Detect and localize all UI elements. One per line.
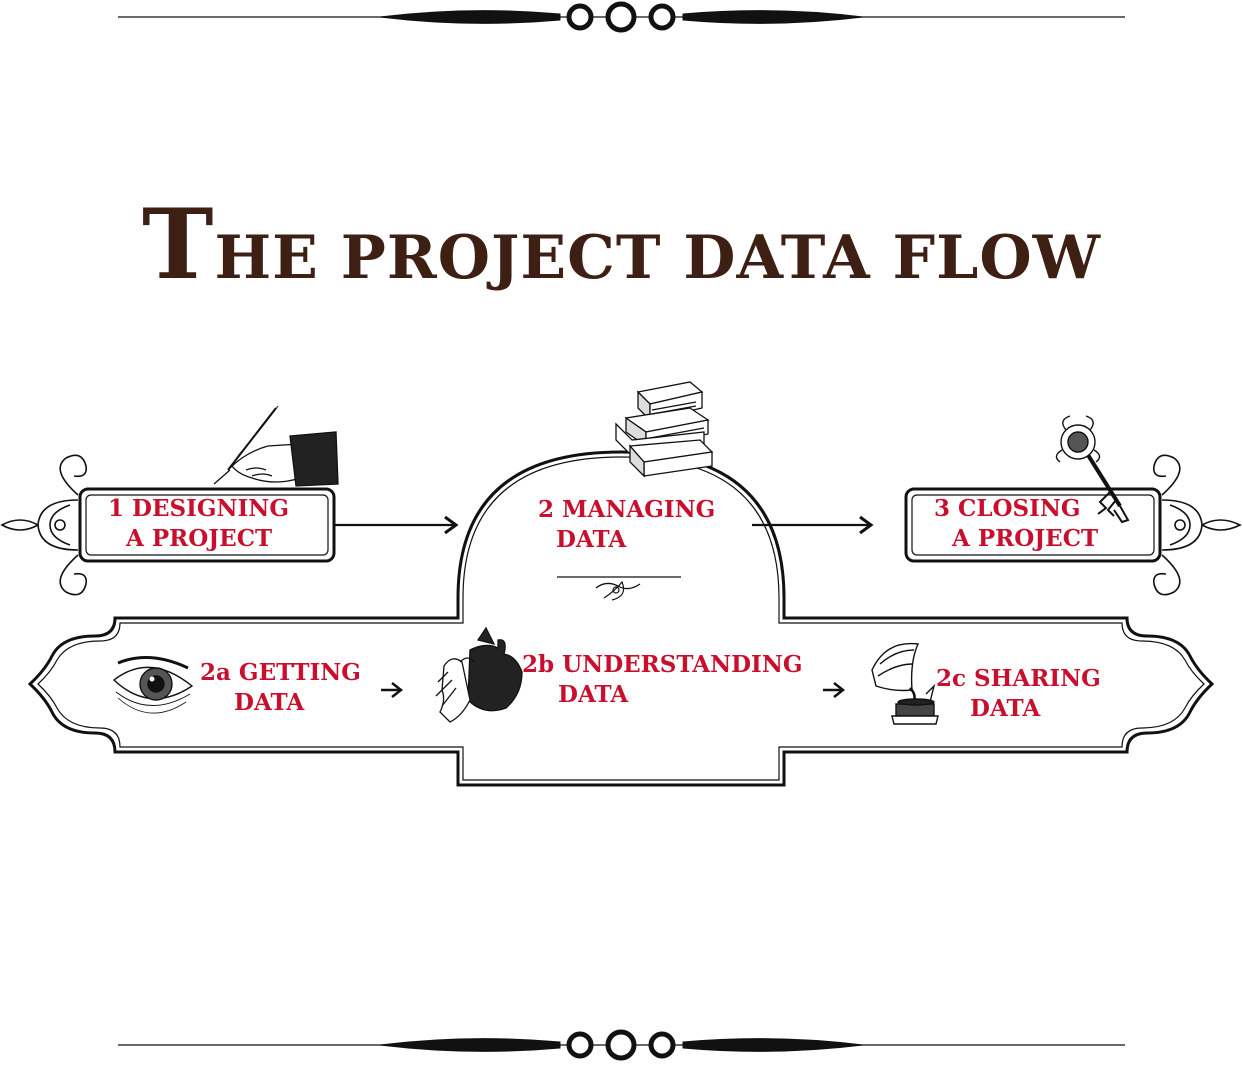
box-closing [904,487,1162,563]
step-subtitle: A PROJECT [952,525,1099,552]
right-scroll-flourish [1152,454,1242,596]
label-understanding: 2b UNDERSTANDING DATA [522,650,803,710]
step-number: 1 [108,495,125,522]
step-number: 3 [934,495,951,522]
page-title: THE PROJECT DATA FLOW [0,188,1243,301]
top-ornament [118,1,1125,33]
label-designing: 1 DESIGNING A PROJECT [108,494,289,554]
gramophone-icon [871,642,939,725]
label-closing: 3 CLOSING A PROJECT [934,494,1098,554]
managing-frame [27,450,1215,787]
label-getting: 2a GETTING DATA [200,658,361,718]
step-title: SHARING [974,665,1101,692]
arrow-2b-to-2c [823,682,846,698]
label-sharing: 2c SHARING DATA [936,664,1101,724]
step-title: UNDERSTANDING [562,651,803,678]
step-number: 2c [936,665,967,692]
step-subtitle: DATA [556,526,627,553]
bottom-ornament [118,1029,1125,1061]
quill-hand-icon [213,405,339,487]
arrow-2a-to-2b [381,682,404,698]
shadow-rabbit-hands-icon [435,626,523,723]
left-scroll-flourish [0,454,88,596]
step-title: CLOSING [958,495,1081,522]
label-managing: 2 MANAGING DATA [538,495,715,555]
arrow-1-to-2 [334,515,459,535]
step-subtitle: DATA [234,689,305,716]
eye-icon [112,656,194,714]
step-number: 2 [538,496,555,523]
step-subtitle: DATA [558,681,629,708]
step-title: GETTING [238,659,361,686]
step-title: MANAGING [562,496,716,523]
step-subtitle: A PROJECT [126,525,273,552]
step-title: DESIGNING [132,495,289,522]
divider-flourish [557,576,681,601]
step-number: 2b [522,651,555,678]
step-subtitle: DATA [970,695,1041,722]
title-rest: HE PROJECT DATA FLOW [214,223,1101,293]
book-stack-icon [615,381,714,478]
step-number: 2a [200,659,231,686]
arrow-2-to-3 [752,515,874,535]
ornate-key-icon [1055,415,1130,524]
title-initial: T [142,188,215,301]
